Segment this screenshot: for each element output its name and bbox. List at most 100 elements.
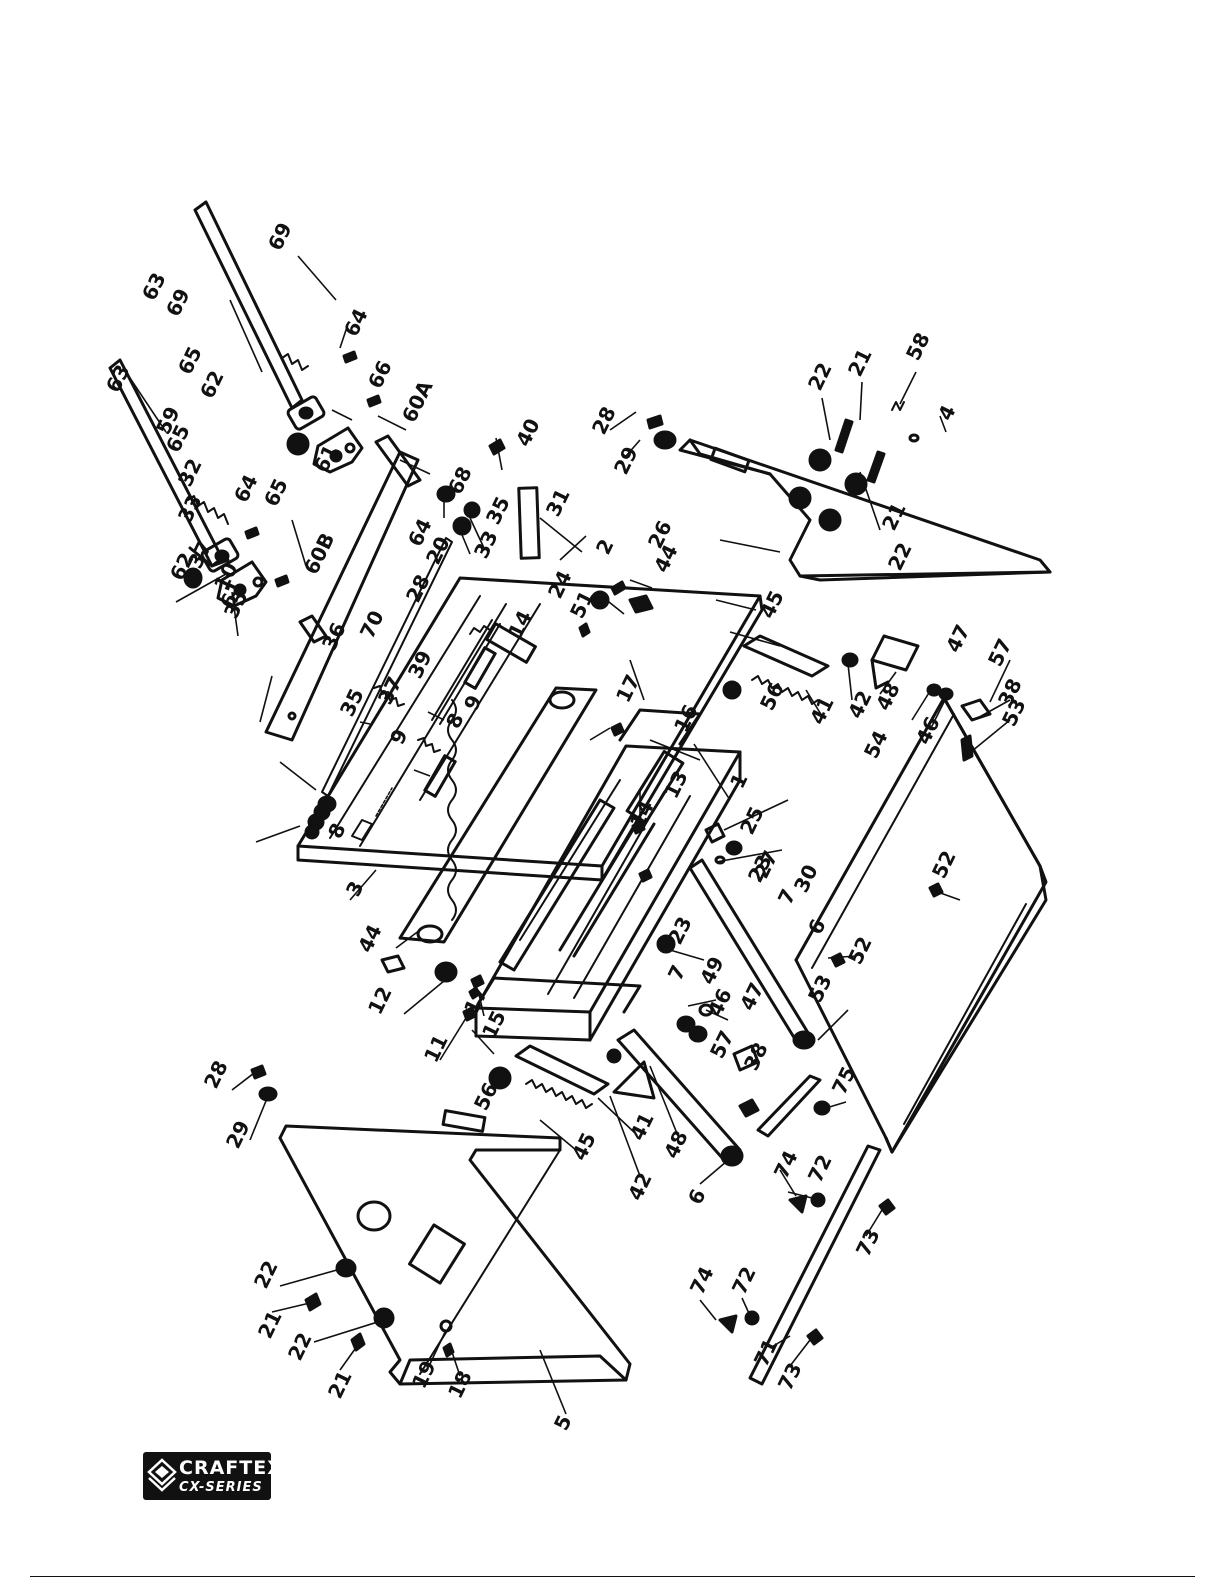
callout-32-left: 28 (199, 1057, 233, 1093)
bracket-43-right (628, 594, 654, 614)
callout-11: 11 (419, 1031, 453, 1067)
spring-58 (891, 401, 905, 411)
support-rod-right (193, 200, 304, 410)
callout-63-left: 63 (101, 361, 135, 397)
nut-68 (436, 485, 456, 503)
callout-72-right: 72 (803, 1151, 837, 1187)
bolts-21-22-right-leg (788, 418, 886, 532)
leader-lines (125, 255, 1011, 1415)
callout-5: 5 (549, 1411, 577, 1434)
bolt-32-washer-33-left (250, 1064, 278, 1102)
callout-60A: 60A (397, 376, 438, 426)
side-plate-3 (398, 686, 598, 944)
lower-rail-6-right (688, 858, 816, 1050)
callout-61-right: 61 (309, 441, 343, 477)
callout-21-right-lower: 21 (877, 499, 911, 535)
callout-6-left: 6 (683, 1185, 711, 1208)
washers-72 (744, 1192, 826, 1326)
tension-bar-45-right (742, 634, 830, 678)
craftex-diamond-icon (147, 1458, 177, 1492)
callout-40: 40 (511, 415, 545, 451)
callout-57-right: 57 (983, 635, 1017, 671)
craftex-logo: CRAFTEX CX-SERIES (143, 1452, 282, 1500)
channel-31 (517, 486, 541, 560)
logo-series-text: CX-SERIES (179, 1479, 263, 1495)
bracket-48-left (612, 1060, 656, 1100)
callout-51: 51 (565, 587, 599, 623)
bracket-24 (485, 622, 537, 664)
callout-70: 70 (355, 607, 389, 643)
callout-66-knob: 65 (259, 475, 293, 511)
nuts-12-11-17-left (434, 961, 481, 1022)
callout-2: 2 (591, 535, 619, 558)
crossmember-13 (498, 779, 621, 972)
hardware-46-47-44-49-left (656, 934, 760, 1072)
callout-65-left: 64 (229, 471, 263, 507)
callout-56-right: 56 (755, 679, 789, 715)
callout-39: 39 (403, 647, 437, 683)
callout-60B: 60B (299, 529, 339, 578)
callout-66-right: 65 (173, 343, 207, 379)
crossbar-59 (264, 450, 420, 742)
callout-69-right: 69 (263, 219, 297, 255)
right-leg-4 (678, 433, 1052, 582)
callout-33-left: 29 (221, 1117, 255, 1153)
callout-62-right: 62 (195, 367, 229, 403)
spring-63-right (281, 353, 309, 371)
callout-45-left: 45 (567, 1129, 601, 1165)
clamp-block-66-left (200, 537, 240, 573)
logo-brand-text: CRAFTEX (179, 1456, 283, 1479)
callout-31: 31 (541, 485, 575, 521)
callout-49: 49 (695, 953, 729, 989)
callout-12: 12 (363, 983, 397, 1019)
fence-bar-71 (748, 1144, 882, 1386)
callout-18: 18 (443, 1367, 477, 1403)
callout-14-right: 14 (503, 607, 537, 643)
washer-33-right (653, 430, 677, 450)
bracket-43-left (380, 954, 406, 974)
callout-58: 58 (901, 329, 935, 365)
callout-73-right: 73 (851, 1225, 885, 1261)
callout-22-left-lower: 22 (283, 1329, 317, 1365)
crossmember-14 (558, 816, 656, 958)
callout-22-left: 22 (249, 1257, 283, 1293)
upper-frame-2 (296, 576, 764, 882)
callout-52-right: 52 (927, 847, 961, 883)
callout-25: 25 (735, 803, 769, 839)
wing-knobs-74 (718, 1194, 808, 1334)
callout-4: 4 (933, 401, 961, 424)
knob-62-left (183, 567, 203, 589)
callout-35-right: 33 (469, 527, 503, 563)
bolt-32-right (646, 414, 664, 430)
callout-42-left: 42 (623, 1169, 657, 1205)
rail-15-16 (476, 708, 702, 1014)
callout-33-right: 29 (609, 443, 643, 479)
callout-7-left: 7 (663, 961, 691, 984)
callout-43-left: 44 (353, 921, 387, 957)
thumb-screws-65-67 (244, 350, 382, 588)
callout-53-left: 53 (803, 971, 837, 1007)
bracket-61-left (216, 560, 268, 608)
tube-60A (374, 434, 422, 488)
callout-30: 30 (789, 861, 823, 897)
callout-36-right: 35 (481, 493, 515, 529)
callout-75: 75 (827, 1063, 861, 1099)
bolts-18-19-21-22-left-leg (304, 1258, 455, 1358)
clamp-plate-75 (738, 1074, 831, 1138)
callout-21-left-upper: 21 (253, 1307, 287, 1343)
callout-21-right-upper: 21 (843, 345, 877, 381)
callout-47-right: 47 (941, 621, 975, 657)
callout-46-right: 46 (911, 713, 945, 749)
callout-74-left: 74 (685, 1263, 719, 1299)
left-leg-5 (278, 1109, 632, 1386)
callout-42-right: 42 (843, 687, 877, 723)
callout-41-left: 41 (625, 1109, 659, 1145)
callout-74-right: 74 (769, 1147, 803, 1183)
callout-22-right-lower: 22 (883, 539, 917, 575)
callout-34: 32 (173, 455, 207, 491)
callout-22-right-upper: 22 (803, 359, 837, 395)
knobs-73 (806, 1198, 896, 1346)
base-frame-54 (794, 696, 1048, 1154)
nut-56-right (722, 680, 742, 700)
callout-67: 66 (363, 357, 397, 393)
